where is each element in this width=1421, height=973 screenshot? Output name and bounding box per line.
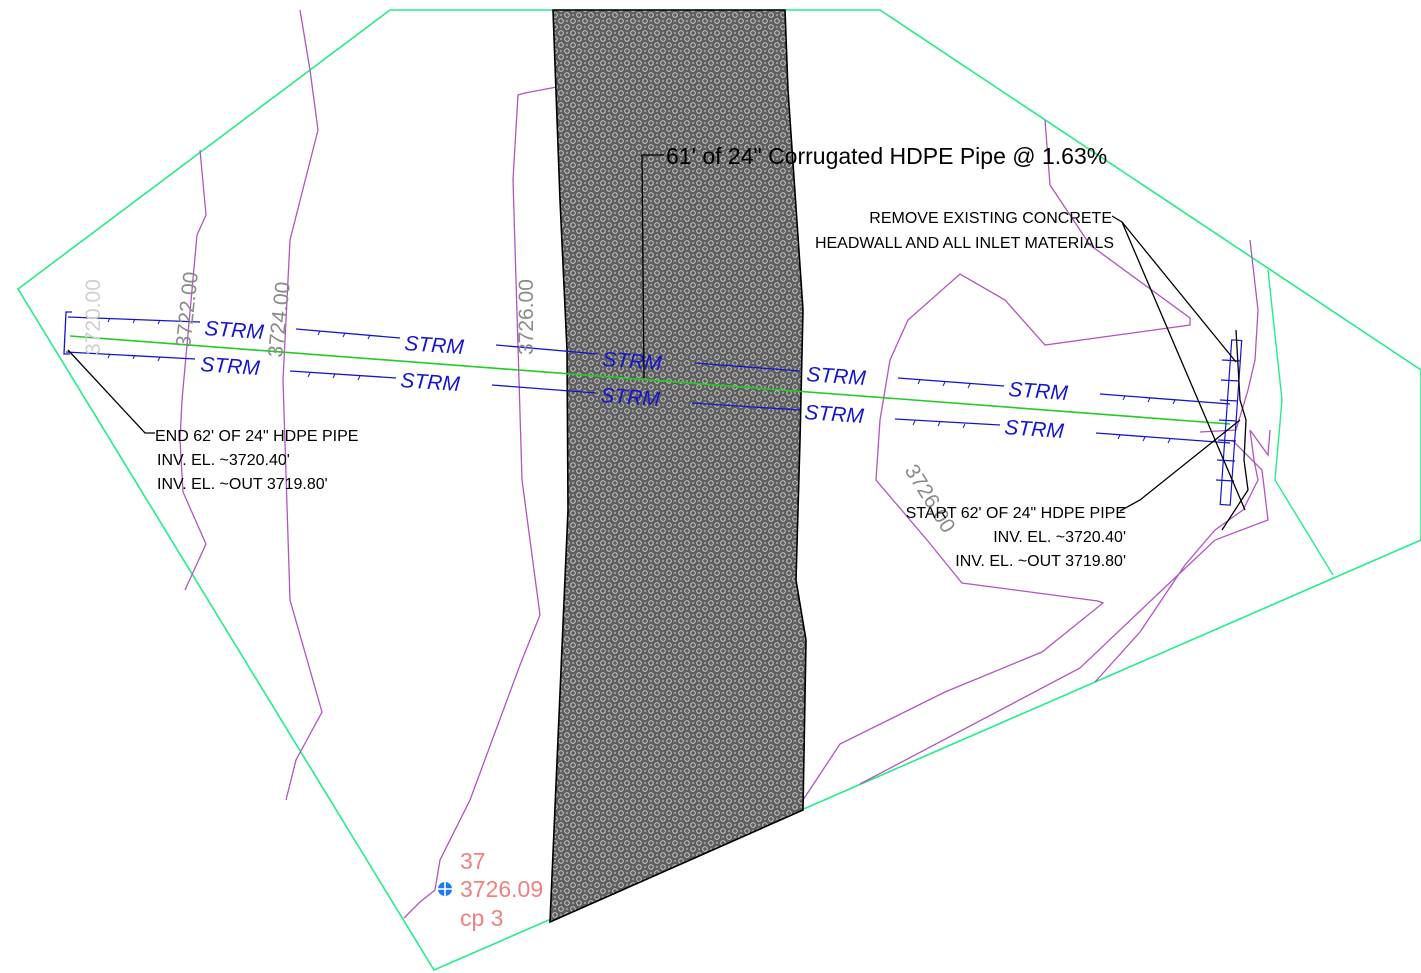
strm-label-s1: STRM <box>200 353 261 380</box>
headwall-edge <box>1221 329 1249 531</box>
strm-label-n2: STRM <box>404 332 465 359</box>
end-pipe-note-3: INV. EL. ~OUT 3719.80' <box>157 476 328 493</box>
contour-label-3720: 3720.00 <box>82 279 105 355</box>
pipe-length-callout: 61' of 24" Corrugated HDPE Pipe @ 1.63% <box>666 143 1107 169</box>
pipe-end-west <box>63 311 72 355</box>
pipe-tick-marks <box>107 317 1176 444</box>
boundary-inner-line <box>1267 269 1334 576</box>
storm-pipe-north <box>67 316 1231 405</box>
storm-pipe-south <box>65 351 1231 444</box>
start-pipe-note-1: START 62' OF 24" HDPE PIPE <box>906 505 1126 522</box>
leader-remove-headwall-2 <box>1121 221 1246 511</box>
strm-label-s5: STRM <box>1004 416 1065 443</box>
end-pipe-note-1: END 62' OF 24" HDPE PIPE <box>155 428 358 445</box>
start-pipe-note-3: INV. EL. ~OUT 3719.80' <box>955 553 1126 570</box>
survey-point: 37 3726.09 cp 3 <box>438 848 543 931</box>
contour-east-a <box>802 119 1191 801</box>
strm-label-n3: STRM <box>602 348 663 375</box>
strm-label-n5: STRM <box>1008 378 1069 405</box>
gravel-road <box>549 9 807 924</box>
contour-lines <box>179 9 1271 919</box>
contour-3724 <box>282 9 323 801</box>
leader-pipe-length <box>641 154 664 379</box>
leader-start-pipe <box>1119 419 1241 512</box>
strm-label-s3: STRM <box>600 384 661 411</box>
leader-lines <box>67 154 1249 531</box>
contour-east-c <box>1199 239 1259 433</box>
strm-label-n1: STRM <box>204 317 265 344</box>
remove-headwall-note-1: REMOVE EXISTING CONCRETE <box>869 210 1112 227</box>
contour-east-b <box>1094 429 1271 683</box>
survey-point-elevation: 3726.09 <box>460 876 543 902</box>
contour-label-3724: 3724.00 <box>264 281 295 359</box>
contour-3722 <box>179 149 207 591</box>
contour-east-d <box>859 439 1269 785</box>
survey-point-icon <box>438 882 452 896</box>
strm-label-s2: STRM <box>400 369 461 396</box>
start-pipe-note-2: INV. EL. ~3720.40' <box>993 529 1126 546</box>
contour-label-3726b: 3726.00 <box>900 460 960 537</box>
strm-label-s4: STRM <box>804 401 865 428</box>
contour-label-3726a: 3726.00 <box>515 279 538 355</box>
survey-point-number: 37 <box>460 848 486 874</box>
survey-point-code: cp 3 <box>460 905 503 931</box>
contour-label-3722: 3722.00 <box>172 271 203 349</box>
pipe-centerline <box>69 335 1231 425</box>
strm-label-n4: STRM <box>806 363 867 390</box>
leader-end-pipe <box>67 349 155 434</box>
remove-headwall-note-2: HEADWALL AND ALL INLET MATERIALS <box>815 235 1114 252</box>
leader-remove-headwall <box>1111 215 1237 363</box>
end-pipe-note-2: INV. EL. ~3720.40' <box>157 452 290 469</box>
site-boundary <box>16 9 1421 972</box>
